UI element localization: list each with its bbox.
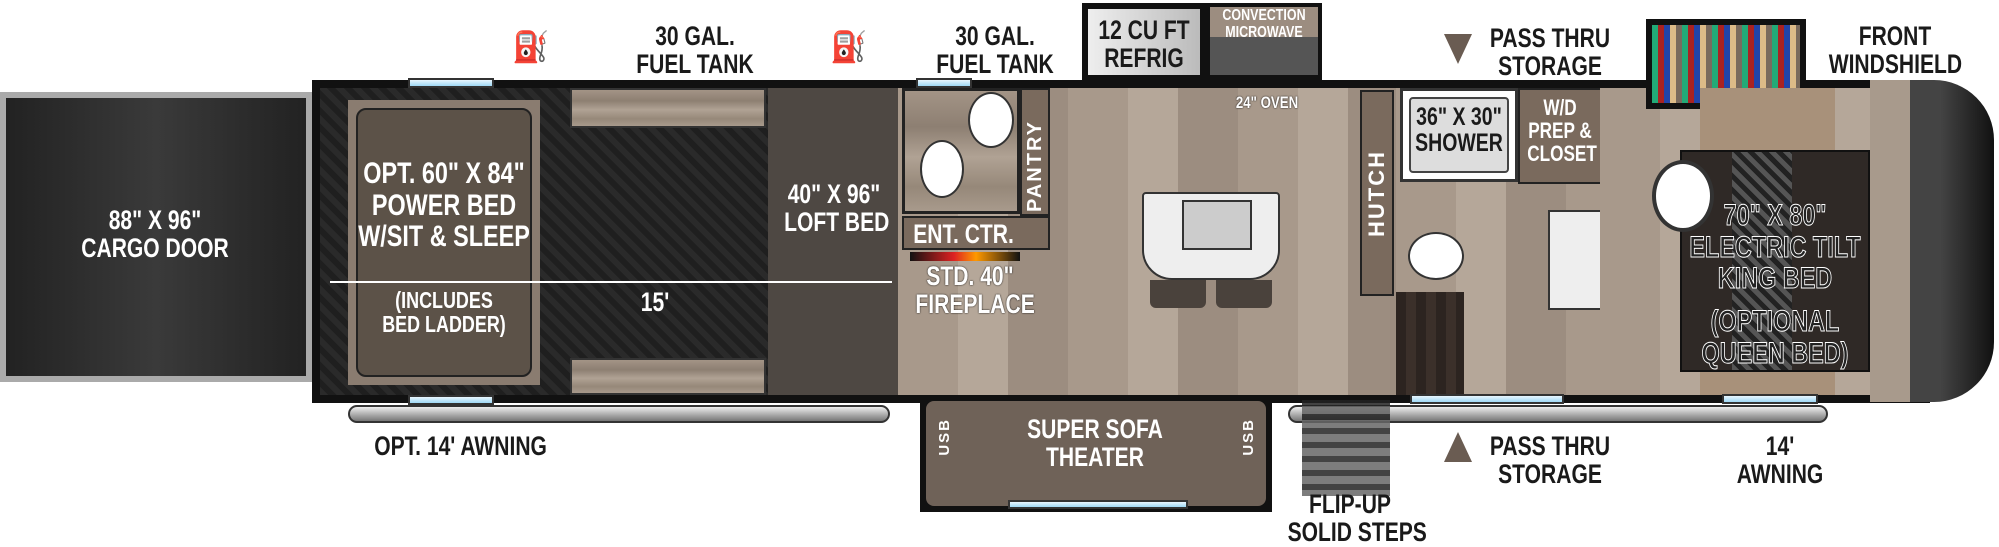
tilt-bed-icon (1652, 160, 1714, 232)
window (408, 78, 494, 88)
ent-ctr-label: ENT. CTR. (913, 219, 1014, 249)
fuel-tank-1-label: 30 GAL. FUEL TANK (636, 21, 754, 80)
loft-bed-label: 40" X 96" LOFT BED (784, 179, 890, 238)
usb-left-label: USB (936, 418, 953, 456)
front-cap (1870, 80, 1994, 402)
shower-label: 36" X 30" SHOWER (1415, 103, 1503, 158)
garage-bench-bottom (570, 358, 766, 395)
window (1008, 500, 1188, 509)
toilet-icon (1408, 232, 1464, 280)
usb-right-label: USB (1240, 418, 1257, 456)
window (1410, 394, 1564, 404)
awning-label: 14' AWNING (1736, 431, 1824, 490)
refrigerator (1082, 3, 1206, 81)
interior-steps (1396, 292, 1464, 395)
pass-thru-bottom-label: PASS THRU STORAGE (1489, 431, 1611, 490)
fuel-nozzle-icon: ⛽ (512, 31, 550, 64)
microwave-label: CONVECTION MICROWAVE (1222, 7, 1306, 41)
king-bed-label: 70" X 80" ELECTRIC TILT KING BED (1689, 199, 1861, 295)
entertainment-center (902, 216, 1050, 250)
stool (1150, 280, 1206, 308)
entry-steps (1302, 400, 1390, 496)
pantry (1020, 88, 1050, 216)
sofa-slideout (920, 395, 1272, 512)
stool (1216, 280, 1272, 308)
hutch-label: HUTCH (1364, 150, 1389, 237)
power-bed-label: OPT. 60" X 84" POWER BED W/SIT & SLEEP (358, 157, 530, 253)
wd-closet-label: W/D PREP & CLOSET (1527, 95, 1597, 167)
window (408, 395, 494, 405)
vanity (1548, 210, 1604, 310)
microwave-stove (1206, 3, 1322, 81)
hutch (1360, 90, 1394, 296)
kitchen-sink-icon (1182, 200, 1252, 250)
toilet-icon (920, 140, 964, 198)
garage-bench-top (570, 88, 766, 128)
power-bed (348, 100, 540, 385)
pass-thru-top-label: PASS THRU STORAGE (1489, 23, 1611, 82)
shower (1400, 88, 1518, 182)
arrow-down-icon (1444, 34, 1472, 64)
fireplace-label: STD. 40" FIREPLACE (915, 261, 1035, 320)
oven-label: 24" OVEN (1235, 93, 1299, 112)
sofa-label: SUPER SOFA THEATER (1027, 414, 1163, 473)
fuel-nozzle-icon: ⛽ (830, 31, 868, 64)
refrig-label: 12 CU FT REFRIG (1098, 15, 1190, 74)
loft-bed (768, 88, 898, 395)
fuel-tank-2-label: 30 GAL. FUEL TANK (936, 21, 1054, 80)
pantry-label: PANTRY (1024, 120, 1046, 212)
window (916, 78, 972, 88)
arrow-up-icon (1444, 432, 1472, 462)
cargo-door (0, 92, 312, 382)
cargo-door-label: 88" X 96" CARGO DOOR (81, 205, 229, 264)
opt-awning (348, 405, 890, 423)
garage-length-label: 15' (640, 287, 670, 317)
sink-icon (968, 92, 1014, 148)
awning (1288, 405, 1828, 423)
dimension-arrow (330, 281, 892, 283)
front-windshield-label: FRONT WINDSHIELD (1828, 21, 1963, 80)
steps-label: FLIP-UP SOLID STEPS (1287, 489, 1427, 547)
queen-bed-label: (OPTIONAL QUEEN BED) (1701, 305, 1849, 370)
fireplace (910, 252, 1020, 261)
window (1722, 394, 1818, 404)
wd-closet (1518, 88, 1602, 184)
bed-ladder-label: (INCLUDES BED LADDER) (382, 287, 506, 338)
opt-awning-label: OPT. 14' AWNING (374, 431, 547, 461)
